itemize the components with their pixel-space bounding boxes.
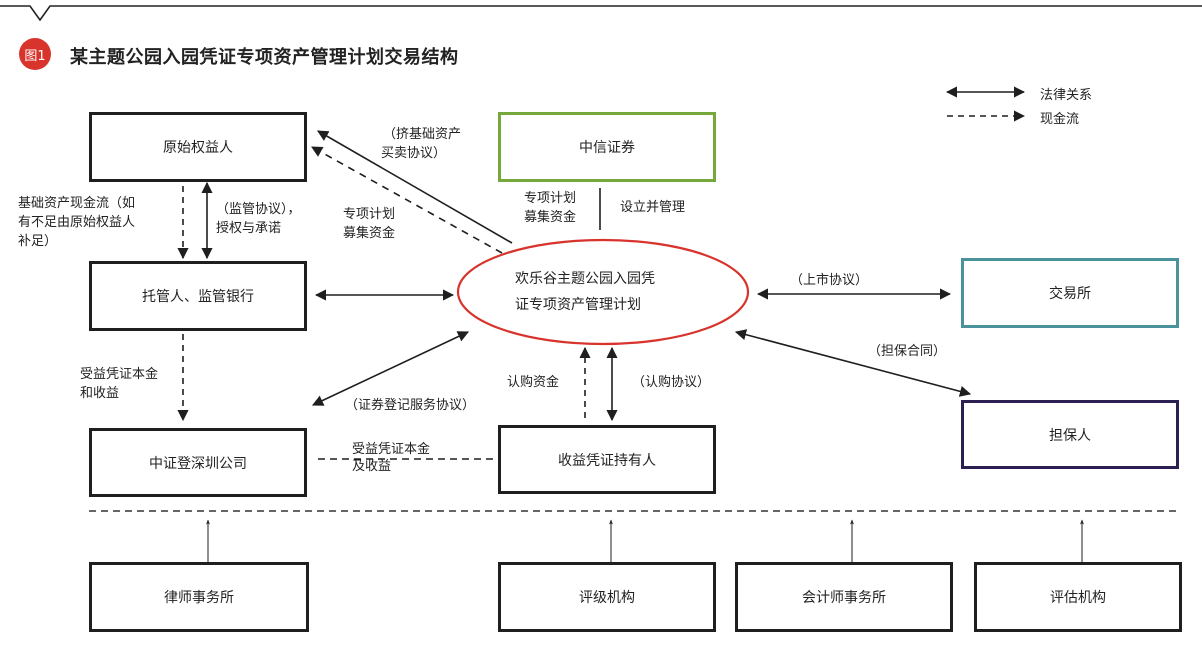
edge-registration-agreement [311, 331, 470, 406]
node-holders-label: 收益凭证持有人 [558, 452, 656, 469]
node-appraisal[interactable]: 评估机构 [974, 562, 1182, 632]
node-law-firm-label: 律师事务所 [164, 590, 234, 606]
label-subscription-agreement: （认购协议） [632, 375, 711, 390]
label-subscription-funds: 认购资金 [507, 375, 560, 390]
node-exchange[interactable]: 交易所 [961, 258, 1179, 328]
label-principal-income-b-2: 及收益 [352, 459, 392, 474]
node-plan-line1: 欢乐谷主题公园入园凭 [515, 271, 655, 287]
node-exchange-label: 交易所 [1049, 286, 1091, 302]
label-plan-funds-top-1: 专项计划 [524, 191, 577, 206]
label-underlying-cf-2: 有不足由原始权益人 [18, 215, 136, 230]
node-originator[interactable]: 原始权益人 [89, 112, 307, 182]
header-rule [0, 5, 1202, 22]
label-principal-income-1: 受益凭证本金 [80, 367, 159, 382]
edge-transfer-agreement [317, 130, 513, 244]
node-plan[interactable]: 欢乐谷主题公园入园凭 证专项资产管理计划 [515, 266, 715, 318]
label-plan-funds-left-2: 募集资金 [343, 226, 396, 241]
label-underlying-cf-1: 基础资产现金流（如 [18, 196, 136, 211]
node-citic-label: 中信证券 [579, 140, 635, 156]
label-principal-income-b-1: 受益凭证本金 [352, 442, 431, 457]
plan-ellipse [456, 238, 750, 346]
label-underlying-cf-3: 补足） [18, 234, 58, 249]
label-principal-income-2: 和收益 [80, 386, 120, 401]
node-plan-line2: 证专项资产管理计划 [515, 297, 641, 313]
legend-cashflow-label: 现金流 [1040, 112, 1080, 127]
figure-badge: 图1 [19, 38, 51, 70]
node-rating-label: 评级机构 [579, 590, 635, 606]
label-listing-agreement: （上市协议） [790, 273, 869, 288]
node-holders[interactable]: 收益凭证持有人 [498, 425, 716, 494]
legend-legal-label: 法律关系 [1040, 88, 1093, 103]
node-guarantor[interactable]: 担保人 [961, 400, 1179, 469]
node-originator-label: 原始权益人 [163, 140, 233, 156]
node-rating[interactable]: 评级机构 [498, 562, 716, 632]
label-establish-manage: 设立并管理 [620, 200, 686, 215]
node-custodian-label: 托管人、监管银行 [142, 289, 254, 305]
label-plan-funds-top-2: 募集资金 [524, 210, 577, 225]
label-supervision-1: （监管协议）， [216, 202, 301, 217]
node-guarantor-label: 担保人 [1049, 427, 1091, 444]
node-accounting-label: 会计师事务所 [802, 590, 886, 606]
node-appraisal-label: 评估机构 [1050, 590, 1106, 606]
node-custodian[interactable]: 托管人、监管银行 [89, 261, 307, 331]
label-transfer-agreement-2: 买卖协议） [381, 146, 447, 161]
label-transfer-agreement-1: （挤基础资产 [383, 127, 462, 142]
node-csdc[interactable]: 中证登深圳公司 [89, 428, 307, 497]
edge-plan-funds-to-originator [311, 146, 503, 254]
edge-guarantee-contract [734, 329, 972, 397]
node-citic[interactable]: 中信证券 [498, 112, 716, 182]
label-supervision-2: 授权与承诺 [216, 221, 282, 236]
node-csdc-label: 中证登深圳公司 [149, 455, 247, 472]
diagram-title: 某主题公园入园凭证专项资产管理计划交易结构 [70, 47, 459, 68]
label-plan-funds-left-1: 专项计划 [343, 207, 396, 222]
node-law-firm[interactable]: 律师事务所 [89, 562, 309, 632]
label-registration-agreement: （证券登记服务协议） [345, 398, 476, 413]
label-guarantee-contract: （担保合同） [868, 344, 947, 359]
node-accounting[interactable]: 会计师事务所 [735, 562, 953, 632]
